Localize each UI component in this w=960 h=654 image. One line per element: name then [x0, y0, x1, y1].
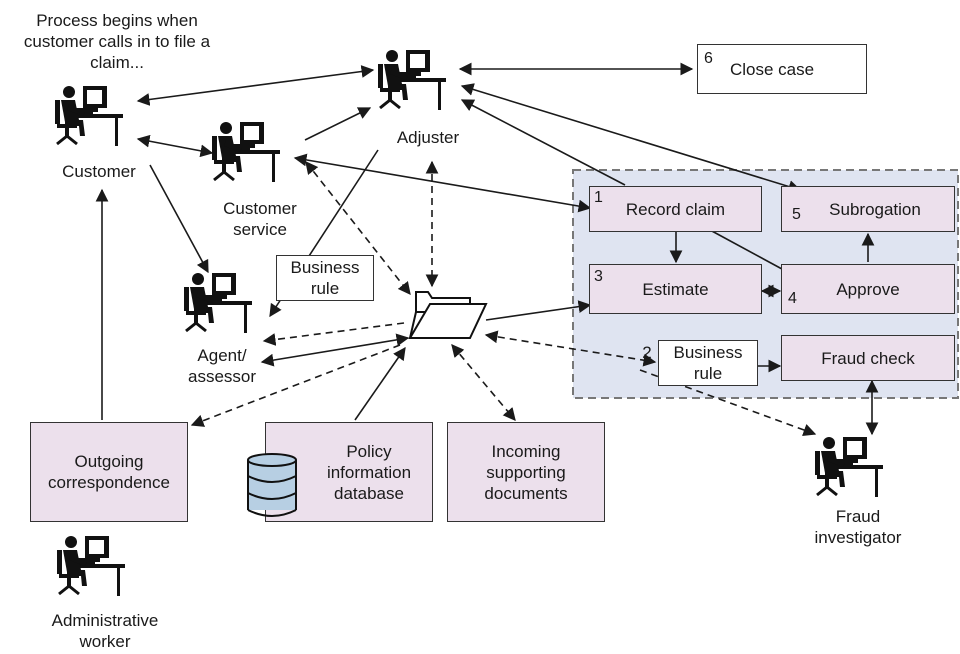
step-number: 6 — [704, 50, 713, 67]
agent-icon — [182, 271, 254, 335]
agent-label: Agent/ assessor — [187, 346, 257, 386]
fraud-investigator-label: Fraud investigator — [814, 507, 902, 547]
step-number: 5 — [792, 206, 801, 223]
incoming-documents-label: Incoming supporting documents — [484, 441, 568, 503]
service-folder-link — [305, 160, 411, 296]
outgoing-correspondence-box: Outgoing correspondence — [30, 422, 188, 522]
estimate-box: 3 Estimate — [589, 264, 762, 314]
subrogation-label: Subrogation — [829, 199, 921, 219]
customer-icon — [53, 84, 125, 148]
folder-incoming-link — [451, 344, 516, 421]
customer-agent-link — [149, 164, 209, 274]
policy-database-label: Policy information database — [326, 441, 412, 503]
service-record-link — [293, 153, 592, 213]
claim-folder-icon — [408, 291, 488, 339]
service-adjuster-link — [304, 107, 372, 141]
fraud-check-label: Fraud check — [821, 348, 915, 368]
customer-adjuster-link — [136, 65, 375, 106]
folder-outgoing-link — [190, 344, 401, 427]
fraud-investigator-icon — [813, 435, 885, 499]
approve-label: Approve — [836, 279, 900, 299]
incoming-documents-box: Incoming supporting documents — [447, 422, 605, 522]
administrative-worker-label: Administrative worker — [51, 611, 159, 651]
folder-rule-link — [484, 330, 657, 367]
outgoing-correspondence-label: Outgoing correspondence — [48, 452, 170, 492]
step-number: 3 — [594, 268, 603, 285]
step-number: 2 — [642, 343, 652, 362]
record-claim-box: 1 Record claim — [589, 186, 762, 232]
approve-box: 4 Approve — [781, 264, 955, 314]
record-claim-label: Record claim — [625, 199, 726, 219]
step-number: 4 — [788, 290, 797, 307]
adjuster-icon — [376, 48, 448, 112]
policy-database-box: Policy information database — [265, 422, 433, 522]
record-adjuster-link — [460, 99, 626, 186]
close-case-box: 6 Close case — [697, 44, 867, 94]
customer-service-icon — [210, 120, 282, 184]
fraud-check-box: Fraud check — [781, 335, 955, 381]
administrative-worker-icon — [55, 534, 127, 598]
customer-service-label: Customer service — [223, 199, 297, 239]
close-case-label: Close case — [730, 59, 815, 79]
business-rule-label: Business rule — [290, 258, 360, 298]
customer-service-link — [136, 134, 214, 158]
business-rule-step-box: Business rule — [658, 340, 758, 386]
subrogation-adjuster-link — [460, 83, 802, 193]
folder-estimate-link — [485, 300, 592, 321]
folder-agent-dashed — [262, 322, 405, 346]
intro-note: Process begins when customer calls in to… — [23, 11, 211, 72]
estimate-label: Estimate — [642, 279, 709, 299]
subrogation-box: 5 Subrogation — [781, 186, 955, 232]
adjuster-label: Adjuster — [396, 128, 460, 147]
step-number: 1 — [594, 189, 603, 206]
business-rule-step-label: Business rule — [673, 343, 743, 383]
agent-folder-link — [260, 333, 410, 367]
business-rule-box: Business rule — [276, 255, 374, 301]
customer-label: Customer — [62, 162, 136, 181]
